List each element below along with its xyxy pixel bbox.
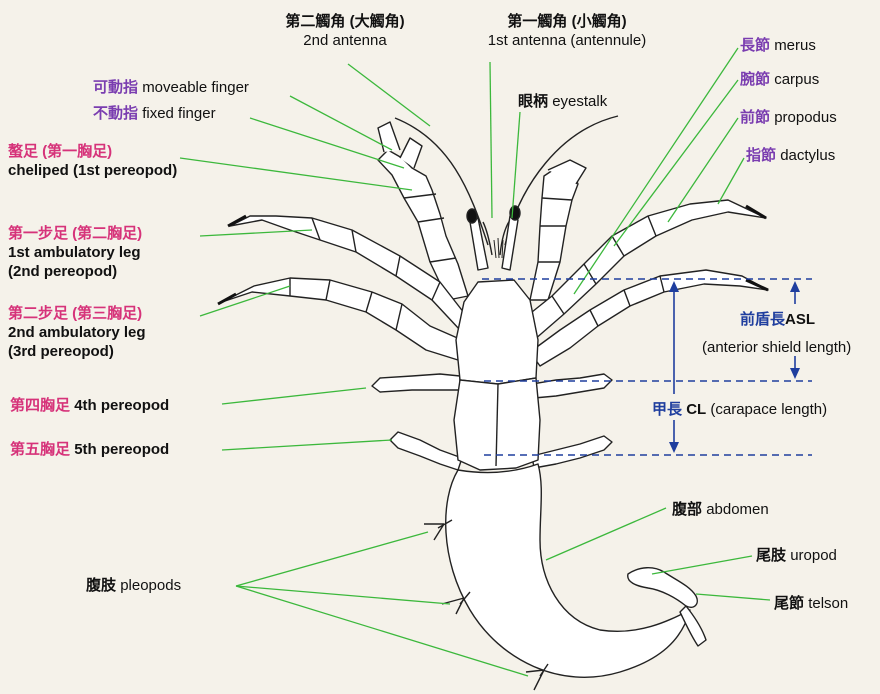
label-telson: 尾節 telson xyxy=(774,594,848,613)
label-moveable-finger-zh: 可動指 xyxy=(93,79,138,96)
leader-pleopod-2 xyxy=(236,586,450,604)
pereopod-5-right xyxy=(532,436,612,468)
label-telson-en: telson xyxy=(808,595,848,612)
label-fixed-finger: 不動指 fixed finger xyxy=(93,104,216,123)
label-propodus-en: propodus xyxy=(774,109,837,126)
label-asl-zh: 前盾長 xyxy=(740,311,785,328)
label-ambulatory-1: 第一步足 (第二胸足) 1st ambulatory leg (2nd pere… xyxy=(8,224,142,281)
label-merus-zh: 長節 xyxy=(740,37,770,54)
leader-dactylus xyxy=(718,158,744,204)
label-cl-zh: 甲長 xyxy=(652,401,682,418)
label-moveable-finger-en: moveable finger xyxy=(142,79,249,96)
cl-arrowhead-down xyxy=(669,442,679,453)
label-fixed-finger-en: fixed finger xyxy=(142,105,215,122)
label-pereopod-4: 第四胸足 4th pereopod xyxy=(10,396,169,415)
label-uropod: 尾肢 uropod xyxy=(756,546,837,565)
label-merus: 長節 merus xyxy=(740,36,816,55)
leader-fixed-finger xyxy=(250,118,404,168)
label-uropod-en: uropod xyxy=(790,547,837,564)
label-eyestalk: 眼柄 eyestalk xyxy=(518,92,607,111)
label-pleopods-zh: 腹肢 xyxy=(86,577,116,594)
label-second-antenna-zh: 第二觸角 (大觸角) xyxy=(250,12,440,31)
label-ambulatory-2-en2: (3rd pereopod) xyxy=(8,342,146,361)
pereopod-4-left xyxy=(372,374,460,392)
label-pereopod-5-en: 5th pereopod xyxy=(74,441,169,458)
label-propodus-zh: 前節 xyxy=(740,109,770,126)
label-ambulatory-2-zh: 第二步足 (第三胸足) xyxy=(8,304,146,323)
eyestalk-right xyxy=(502,216,518,270)
uropod-shape xyxy=(628,568,698,608)
label-first-antenna-en: 1st antenna (antennule) xyxy=(462,31,672,50)
label-pereopod-5-zh: 第五胸足 xyxy=(10,441,70,458)
anterior-shield xyxy=(456,280,538,384)
label-abdomen-en: abdomen xyxy=(706,501,769,518)
label-carpus: 腕節 carpus xyxy=(740,70,819,89)
label-telson-zh: 尾節 xyxy=(774,595,804,612)
label-pleopods: 腹肢 pleopods xyxy=(86,576,181,595)
label-eyestalk-zh: 眼柄 xyxy=(518,93,548,110)
label-moveable-finger: 可動指 moveable finger xyxy=(93,78,249,97)
label-ambulatory-1-zh: 第一步足 (第二胸足) xyxy=(8,224,142,243)
label-cl-en: (carapace length) xyxy=(710,401,827,418)
label-uropod-zh: 尾肢 xyxy=(756,547,786,564)
label-dactylus-zh: 指節 xyxy=(746,147,776,164)
label-dactylus: 指節 dactylus xyxy=(746,146,835,165)
label-merus-en: merus xyxy=(774,37,816,54)
asl-arrowhead-down xyxy=(790,368,800,379)
label-carpus-en: carpus xyxy=(774,71,819,88)
label-dactylus-en: dactylus xyxy=(780,147,835,164)
leader-antenna2 xyxy=(348,64,430,126)
leader-pleopod-1 xyxy=(236,532,428,586)
label-cheliped-en: cheliped (1st pereopod) xyxy=(8,161,177,180)
label-pereopod-4-zh: 第四胸足 xyxy=(10,397,70,414)
label-second-antenna-en: 2nd antenna xyxy=(250,31,440,50)
label-carpus-zh: 腕節 xyxy=(740,71,770,88)
label-cl-abbr: CL xyxy=(686,401,706,418)
leader-telson xyxy=(696,594,770,600)
label-first-antenna-zh: 第一觸角 (小觸角) xyxy=(462,12,672,31)
label-asl-abbr: ASL xyxy=(785,311,815,328)
leader-ambulatory1 xyxy=(200,230,312,236)
asl-arrowhead-up xyxy=(790,281,800,292)
label-ambulatory-1-en2: (2nd pereopod) xyxy=(8,262,142,281)
leader-merus xyxy=(574,48,738,294)
label-ambulatory-1-en1: 1st ambulatory leg xyxy=(8,243,142,262)
label-abdomen: 腹部 abdomen xyxy=(672,500,769,519)
label-eyestalk-en: eyestalk xyxy=(552,93,607,110)
leader-moveable-finger xyxy=(290,96,392,150)
label-second-antenna: 第二觸角 (大觸角) 2nd antenna xyxy=(250,12,440,50)
leader-antenna1 xyxy=(490,62,492,218)
eye-left xyxy=(467,209,477,223)
label-pereopod-5: 第五胸足 5th pereopod xyxy=(10,440,169,459)
label-cheliped-zh: 螯足 (第一胸足) xyxy=(8,142,177,161)
label-propodus: 前節 propodus xyxy=(740,108,837,127)
pereopod-4-right xyxy=(532,374,612,398)
leader-pereopod5 xyxy=(222,440,392,450)
label-first-antenna: 第一觸角 (小觸角) 1st antenna (antennule) xyxy=(462,12,672,50)
leader-pereopod4 xyxy=(222,388,366,404)
label-cheliped: 螯足 (第一胸足) cheliped (1st pereopod) xyxy=(8,142,177,180)
leader-abdomen xyxy=(546,508,666,560)
label-pereopod-4-en: 4th pereopod xyxy=(74,397,169,414)
label-cl: 甲長 CL (carapace length) xyxy=(652,400,827,419)
measurement-arrowheads xyxy=(669,281,800,453)
label-abdomen-zh: 腹部 xyxy=(672,501,702,518)
pereopod-5-left xyxy=(390,432,462,470)
label-asl: 前盾長ASL xyxy=(740,310,815,329)
label-asl-en: (anterior shield length) xyxy=(702,338,851,357)
leader-cheliped xyxy=(180,158,412,190)
leader-uropod xyxy=(652,556,752,574)
leader-eyestalk xyxy=(512,112,520,218)
label-ambulatory-2-en1: 2nd ambulatory leg xyxy=(8,323,146,342)
label-ambulatory-2: 第二步足 (第三胸足) 2nd ambulatory leg (3rd pere… xyxy=(8,304,146,361)
label-pleopods-en: pleopods xyxy=(120,577,181,594)
label-fixed-finger-zh: 不動指 xyxy=(93,105,138,122)
